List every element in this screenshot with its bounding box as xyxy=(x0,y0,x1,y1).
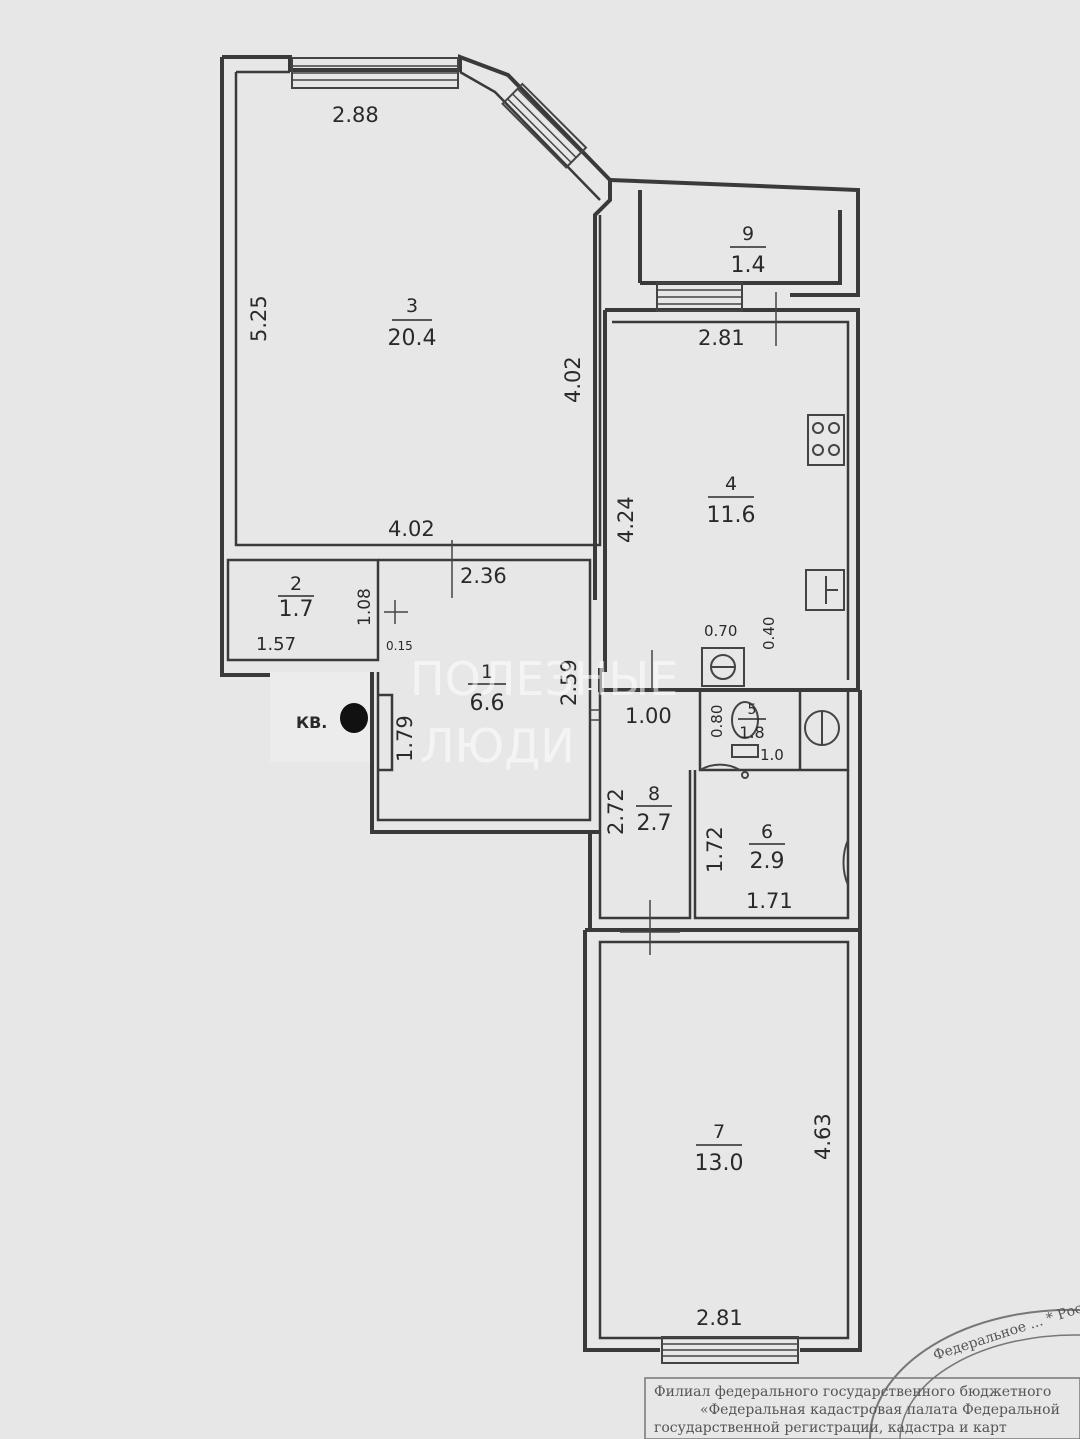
window-kitchen xyxy=(656,282,743,312)
dim-room3-left: 5.25 xyxy=(247,295,271,342)
watermark-line2: ЛЮДИ xyxy=(420,719,575,773)
hall-wall xyxy=(376,558,592,822)
room-label-8: 8 2.7 xyxy=(636,783,672,836)
dim-room7-side: 4.63 xyxy=(811,1113,835,1160)
dim-wall-thickness: 0.15 xyxy=(386,639,413,653)
dimensions: 2.88 5.25 4.02 4.02 2.36 1.08 1.57 0.15 … xyxy=(247,103,835,1330)
door-marks xyxy=(384,292,777,955)
room-area: 11.6 xyxy=(707,503,756,528)
dim-room3-top: 2.88 xyxy=(332,103,379,127)
dim-hall-right: 2.59 xyxy=(557,659,581,706)
entrance-label: КВ. xyxy=(296,713,327,732)
dim-niche-width: 0.70 xyxy=(704,622,737,640)
room-number: 4 xyxy=(725,473,737,495)
room-area: 1.8 xyxy=(739,723,764,742)
bath-wall xyxy=(693,770,850,920)
room-number: 9 xyxy=(742,223,754,245)
room-number: 1 xyxy=(481,661,493,683)
stamp-line-3: государственной регистрации, кадастра и … xyxy=(654,1420,1007,1436)
dim-room2-side: 1.08 xyxy=(355,588,375,626)
sink-icon xyxy=(805,569,845,611)
hall-outer-wall xyxy=(370,672,600,834)
dim-hall-top: 2.36 xyxy=(460,564,507,588)
watermark-line1: ПОЛЕЗНЫЕ xyxy=(410,652,678,706)
room-label-4: 4 11.6 xyxy=(707,473,756,528)
room3-outer-wall xyxy=(222,54,612,600)
entrance-marker: КВ. xyxy=(270,672,370,762)
redaction-blot xyxy=(340,703,368,733)
room-label-7: 7 13.0 xyxy=(695,1121,744,1176)
entrance-jamb xyxy=(378,693,394,772)
dim-bath-side: 1.72 xyxy=(703,826,727,873)
room-label-2: 2 1.7 xyxy=(278,573,314,622)
dim-room3-bottom: 4.02 xyxy=(388,517,435,541)
room3-inner-wall xyxy=(234,70,602,547)
room-area: 6.6 xyxy=(470,691,505,716)
stamp: Федеральное ... * Россия * Финиал фе... … xyxy=(644,1258,1080,1439)
room7-inner-wall xyxy=(598,940,850,1340)
room-label-1: 1 6.6 xyxy=(468,661,506,716)
room-area: 1.7 xyxy=(279,597,314,622)
toilet-icon xyxy=(731,701,759,758)
dim-wc-side: 0.80 xyxy=(708,705,726,738)
door-swing-wc xyxy=(699,763,749,779)
watermark: ПОЛЕЗНЫЕ ЛЮДИ xyxy=(410,652,678,773)
fixtures xyxy=(384,292,849,955)
window-room3-top xyxy=(291,57,459,89)
window-room3-bay xyxy=(501,82,588,169)
room-number: 6 xyxy=(761,821,773,843)
room-label-6: 6 2.9 xyxy=(749,821,785,874)
walls xyxy=(220,54,862,1352)
room-area: 13.0 xyxy=(695,1151,744,1176)
dim-hall-side: 1.79 xyxy=(393,715,417,762)
wc-wall xyxy=(698,688,850,772)
room-area: 2.9 xyxy=(750,849,785,874)
stamp-ring-text: Федеральное ... * Россия * Финиал фе... xyxy=(931,1258,1080,1363)
dim-wc-bottom: 1.0 xyxy=(760,746,784,764)
room-label-9: 9 1.4 xyxy=(730,223,766,278)
kitchen-inner-wall xyxy=(612,320,850,680)
bathtub-icon xyxy=(842,839,849,886)
room7-wall xyxy=(583,928,862,1352)
windows xyxy=(291,57,799,1364)
room8-wall xyxy=(598,690,692,920)
dim-bath-bottom: 1.71 xyxy=(746,889,793,913)
room-number: 3 xyxy=(406,295,418,317)
room2-wall xyxy=(226,558,380,662)
room-area: 2.7 xyxy=(637,811,672,836)
dim-niche-depth: 0.40 xyxy=(760,617,778,650)
riser-icon xyxy=(701,647,745,687)
room-labels: 3 20.4 2 1.7 1 6.6 4 11.6 9 1.4 5 1.8 xyxy=(278,223,785,1176)
stamp-line-1: Филиал федерального государственного бюд… xyxy=(654,1384,1051,1400)
dim-kitchen-side: 4.24 xyxy=(614,496,638,543)
stove-icon xyxy=(807,414,845,466)
dim-kitchen-balcony: 2.81 xyxy=(698,326,745,350)
dim-room7-bottom: 2.81 xyxy=(696,1306,743,1330)
stamp-line-2: «Федеральная кадастровая палата Федераль… xyxy=(700,1402,1060,1418)
dim-room2-bottom: 1.57 xyxy=(256,634,296,655)
room-label-5: 5 1.8 xyxy=(738,702,766,742)
room-area: 1.4 xyxy=(731,253,766,278)
room-number: 5 xyxy=(748,702,757,718)
washbasin-icon xyxy=(804,710,840,746)
window-room7 xyxy=(661,1336,799,1364)
room-label-3: 3 20.4 xyxy=(388,295,437,351)
room-number: 2 xyxy=(290,573,302,595)
room-area: 20.4 xyxy=(388,326,437,351)
left-outer-wall xyxy=(220,57,270,677)
corridor-outer-wall xyxy=(588,690,862,930)
dim-corridor: 1.00 xyxy=(625,704,672,728)
room-number: 8 xyxy=(648,783,660,805)
dim-room3-right: 4.02 xyxy=(561,356,585,403)
dim-room8-side: 2.72 xyxy=(604,788,628,835)
room-number: 7 xyxy=(713,1121,725,1143)
